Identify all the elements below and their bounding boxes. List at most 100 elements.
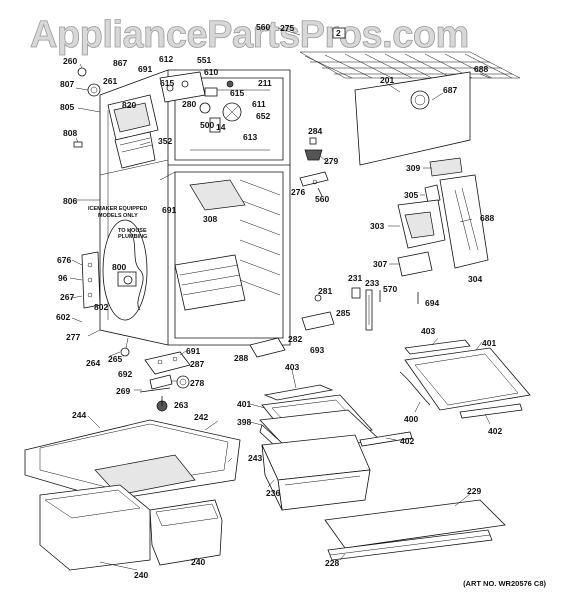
part-284-279 [304,137,323,161]
callout-560: 560 [256,22,270,32]
bracket-276 [299,171,329,197]
callout-401-right: 401 [482,338,496,348]
callout-402-middle: 402 [400,436,414,446]
callout-229: 229 [467,486,481,496]
callout-281: 281 [318,286,332,296]
callout-287: 287 [190,359,204,369]
callout-278: 278 [190,378,204,388]
top-wire-shelf: 2 [299,27,521,79]
callout-269: 269 [116,386,130,396]
leader-lines [69,27,491,571]
callout-691-top: 691 [138,64,152,74]
icemaker-note-line1: ICEMAKER EQUIPPED [88,206,147,212]
callout-279: 279 [324,156,338,166]
callout-285: 285 [336,308,350,318]
callout-820: 820 [122,100,136,110]
callout-613: 613 [243,132,257,142]
callout-805: 805 [60,102,74,112]
part-callouts: 560 275 201 688 687 260 867 691 612 551 … [56,22,502,580]
callout-688-top: 688 [474,64,488,74]
callout-551: 551 [197,55,211,65]
callout-236: 236 [266,488,280,498]
water-valve-system [102,219,148,321]
callout-688-right: 688 [480,213,494,223]
callout-403-right: 403 [421,326,435,336]
callout-615-right: 615 [230,88,244,98]
label-309 [429,157,463,177]
callout-228: 228 [325,558,339,568]
callout-808: 808 [63,128,77,138]
svg-text:2: 2 [336,28,341,38]
glass-shelf-right [399,339,531,419]
callout-242: 242 [194,412,208,422]
bottom-glass-shelf [324,499,506,561]
callout-277: 277 [66,332,80,342]
crisper-drawer [261,434,371,511]
shelf-trim-402-middle [359,431,413,447]
left-hinge-assembly [81,251,101,309]
art-number: (ART NO. WR20576 C8) [463,579,546,588]
control-assembly [159,71,242,133]
callout-500: 500 [200,120,214,130]
callout-308: 308 [203,214,217,224]
callout-401-middle: 401 [237,399,251,409]
shelf-supports [301,287,419,331]
callout-693: 693 [310,345,324,355]
callout-687: 687 [443,85,457,95]
to-house-note-line2: PLUMBING [118,234,147,240]
callout-233: 233 [365,278,379,288]
callout-275: 275 [280,23,294,33]
icemaker-assembly [107,94,159,169]
crisper-cover [24,419,241,501]
watermark: AppliancePartsPros.com [30,14,470,57]
callout-800: 800 [112,262,126,272]
callout-694: 694 [425,298,439,308]
callout-602: 602 [56,312,70,322]
callout-610: 610 [204,67,218,77]
callout-263: 263 [174,400,188,410]
callout-307: 307 [373,259,387,269]
callout-243: 243 [248,453,262,463]
callout-240-right: 240 [191,557,205,567]
leveling-rollers [120,347,190,412]
callout-807: 807 [60,79,74,89]
callout-267: 267 [60,292,74,302]
callout-96: 96 [58,273,68,283]
callout-244: 244 [72,410,86,420]
callout-265: 265 [108,354,122,364]
to-house-note-line1: TO HOUSE [118,228,147,234]
callout-400: 400 [404,414,418,424]
callout-867: 867 [113,58,127,68]
freezer-rear-panel [354,71,471,166]
callout-309: 309 [406,163,420,173]
callout-676: 676 [57,255,71,265]
callout-691-mid: 691 [162,205,176,215]
callout-352: 352 [158,136,172,146]
callout-231: 231 [348,273,362,283]
callout-276: 276 [291,187,305,197]
callout-402-right: 402 [488,426,502,436]
callout-280: 280 [182,99,196,109]
callout-240-left: 240 [134,570,148,580]
callout-615-left: 615 [160,78,174,88]
callout-611: 611 [252,99,266,109]
callout-652: 652 [256,111,270,121]
callout-398: 398 [237,417,251,427]
callout-570: 570 [383,284,397,294]
callout-288: 288 [234,353,248,363]
callout-303: 303 [370,221,384,231]
callout-612: 612 [159,54,173,64]
bottom-hinges [144,337,286,375]
callout-201: 201 [380,75,394,85]
callout-560-mid: 560 [315,194,329,204]
callout-284: 284 [308,126,322,136]
callout-14: 14 [216,122,226,132]
callout-806: 806 [63,196,77,206]
callout-261: 261 [103,76,117,86]
callout-691-bottom: 691 [186,346,200,356]
callout-305: 305 [404,190,418,200]
callout-403-middle: 403 [285,362,299,372]
icemaker-note-line2: MODELS ONLY [98,213,138,219]
